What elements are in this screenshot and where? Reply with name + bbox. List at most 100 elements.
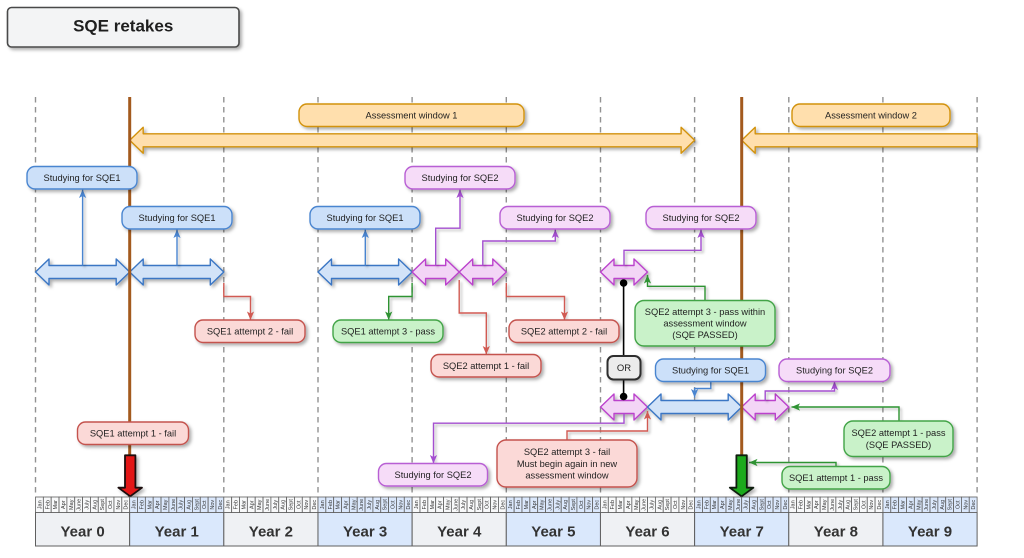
svg-text:July: July [555, 500, 561, 510]
svg-text:assessment window: assessment window [525, 471, 608, 481]
svg-text:Apr: Apr [532, 500, 538, 509]
svg-text:May: May [257, 499, 263, 510]
svg-text:May: May [351, 499, 357, 510]
svg-text:Dec: Dec [877, 500, 883, 510]
svg-text:May: May [634, 499, 640, 510]
svg-text:Aug: Aug [940, 500, 946, 510]
svg-text:Studying for SQE1: Studying for SQE1 [672, 366, 749, 376]
svg-text:Oct: Oct [485, 500, 491, 509]
svg-text:Apr: Apr [720, 500, 726, 509]
svg-text:Nov: Nov [963, 500, 969, 510]
svg-text:SQE2 attempt 3 - fail: SQE2 attempt 3 - fail [524, 447, 610, 457]
svg-text:Nov: Nov [587, 500, 593, 510]
svg-text:Year 8: Year 8 [814, 524, 858, 541]
svg-text:Feb: Feb [422, 500, 428, 509]
svg-text:Dec: Dec [783, 500, 789, 510]
svg-text:Sept: Sept [571, 499, 577, 511]
svg-text:Dec: Dec [218, 500, 224, 510]
svg-text:Oct: Oct [955, 500, 961, 509]
svg-text:Apr: Apr [155, 500, 161, 509]
svg-text:Feb: Feb [328, 500, 334, 509]
svg-text:Assessment window 2: Assessment window 2 [825, 111, 917, 121]
svg-text:Studying for SQE1: Studying for SQE1 [327, 213, 404, 223]
svg-text:assessment window: assessment window [663, 319, 746, 329]
svg-text:Aug: Aug [751, 500, 757, 510]
svg-text:Sept: Sept [194, 499, 200, 511]
svg-text:Mar: Mar [901, 500, 907, 510]
svg-text:May: May [163, 499, 169, 510]
svg-text:June: June [453, 499, 459, 511]
svg-text:Oct: Oct [861, 500, 867, 509]
svg-text:Oct: Oct [767, 500, 773, 509]
svg-text:Year 6: Year 6 [625, 524, 669, 541]
svg-text:Year 2: Year 2 [249, 524, 293, 541]
svg-text:Mar: Mar [430, 500, 436, 510]
svg-text:June: June [642, 499, 648, 511]
svg-text:Studying for SQE2: Studying for SQE2 [517, 213, 594, 223]
svg-text:Sept: Sept [853, 499, 859, 511]
svg-text:Oct: Oct [391, 500, 397, 509]
svg-text:Year 0: Year 0 [60, 524, 104, 541]
svg-text:Studying for SQE2: Studying for SQE2 [796, 366, 873, 376]
svg-text:Sept: Sept [383, 499, 389, 511]
svg-text:Mar: Mar [618, 500, 624, 510]
svg-text:May: May [69, 499, 75, 510]
svg-text:Nov: Nov [398, 500, 404, 510]
svg-text:Must begin again in new: Must begin again in new [517, 459, 618, 469]
svg-text:Mar: Mar [53, 500, 59, 510]
svg-text:Aug: Aug [187, 500, 193, 510]
svg-text:Mar: Mar [241, 500, 247, 510]
svg-text:Oct: Oct [202, 500, 208, 509]
svg-text:SQE2 attempt 1 - pass: SQE2 attempt 1 - pass [851, 428, 945, 438]
svg-text:SQE1 attempt 1 - fail: SQE1 attempt 1 - fail [90, 429, 176, 439]
svg-text:May: May [445, 499, 451, 510]
svg-text:Dec: Dec [689, 500, 695, 510]
svg-text:Nov: Nov [775, 500, 781, 510]
svg-text:Dec: Dec [971, 500, 977, 510]
svg-text:Nov: Nov [116, 500, 122, 510]
svg-text:Mar: Mar [147, 500, 153, 510]
svg-text:Year 7: Year 7 [720, 524, 764, 541]
svg-text:July: July [461, 500, 467, 510]
svg-text:Dec: Dec [595, 500, 601, 510]
svg-text:Nov: Nov [210, 500, 216, 510]
svg-text:Studying for SQE1: Studying for SQE1 [44, 173, 121, 183]
svg-text:Jan: Jan [226, 500, 232, 509]
svg-text:OR: OR [617, 363, 631, 374]
svg-text:Mar: Mar [712, 500, 718, 510]
svg-text:Jan: Jan [132, 500, 138, 509]
svg-text:Apr: Apr [814, 500, 820, 509]
svg-text:May: May [822, 499, 828, 510]
svg-text:Apr: Apr [438, 500, 444, 509]
svg-text:SQE1 attempt 2 - fail: SQE1 attempt 2 - fail [207, 327, 293, 337]
svg-text:Sept: Sept [477, 499, 483, 511]
svg-text:SQE2 attempt 3 - pass within: SQE2 attempt 3 - pass within [645, 307, 765, 317]
svg-text:Apr: Apr [343, 500, 349, 509]
svg-text:Nov: Nov [681, 500, 687, 510]
svg-text:Year 4: Year 4 [437, 524, 482, 541]
svg-text:(SQE PASSED): (SQE PASSED) [866, 440, 931, 450]
svg-text:June: June [924, 499, 930, 511]
svg-text:Mar: Mar [806, 500, 812, 510]
svg-text:June: June [359, 499, 365, 511]
svg-text:June: June [265, 499, 271, 511]
svg-text:Nov: Nov [493, 500, 499, 510]
svg-text:Sept: Sept [100, 499, 106, 511]
svg-text:SQE1 attempt 3 - pass: SQE1 attempt 3 - pass [341, 327, 435, 337]
svg-text:July: July [179, 500, 185, 510]
svg-text:June: June [77, 499, 83, 511]
svg-text:Mar: Mar [336, 500, 342, 510]
svg-text:Dec: Dec [124, 500, 130, 510]
svg-text:Jan: Jan [885, 500, 891, 509]
svg-text:Jan: Jan [697, 500, 703, 509]
svg-text:May: May [916, 499, 922, 510]
svg-text:Year 3: Year 3 [343, 524, 387, 541]
svg-text:May: May [540, 499, 546, 510]
svg-text:July: July [649, 500, 655, 510]
svg-text:Aug: Aug [846, 500, 852, 510]
svg-text:July: July [932, 500, 938, 510]
svg-text:June: June [736, 499, 742, 511]
svg-text:Jan: Jan [320, 500, 326, 509]
svg-text:June: June [171, 499, 177, 511]
svg-text:Year 1: Year 1 [155, 524, 199, 541]
